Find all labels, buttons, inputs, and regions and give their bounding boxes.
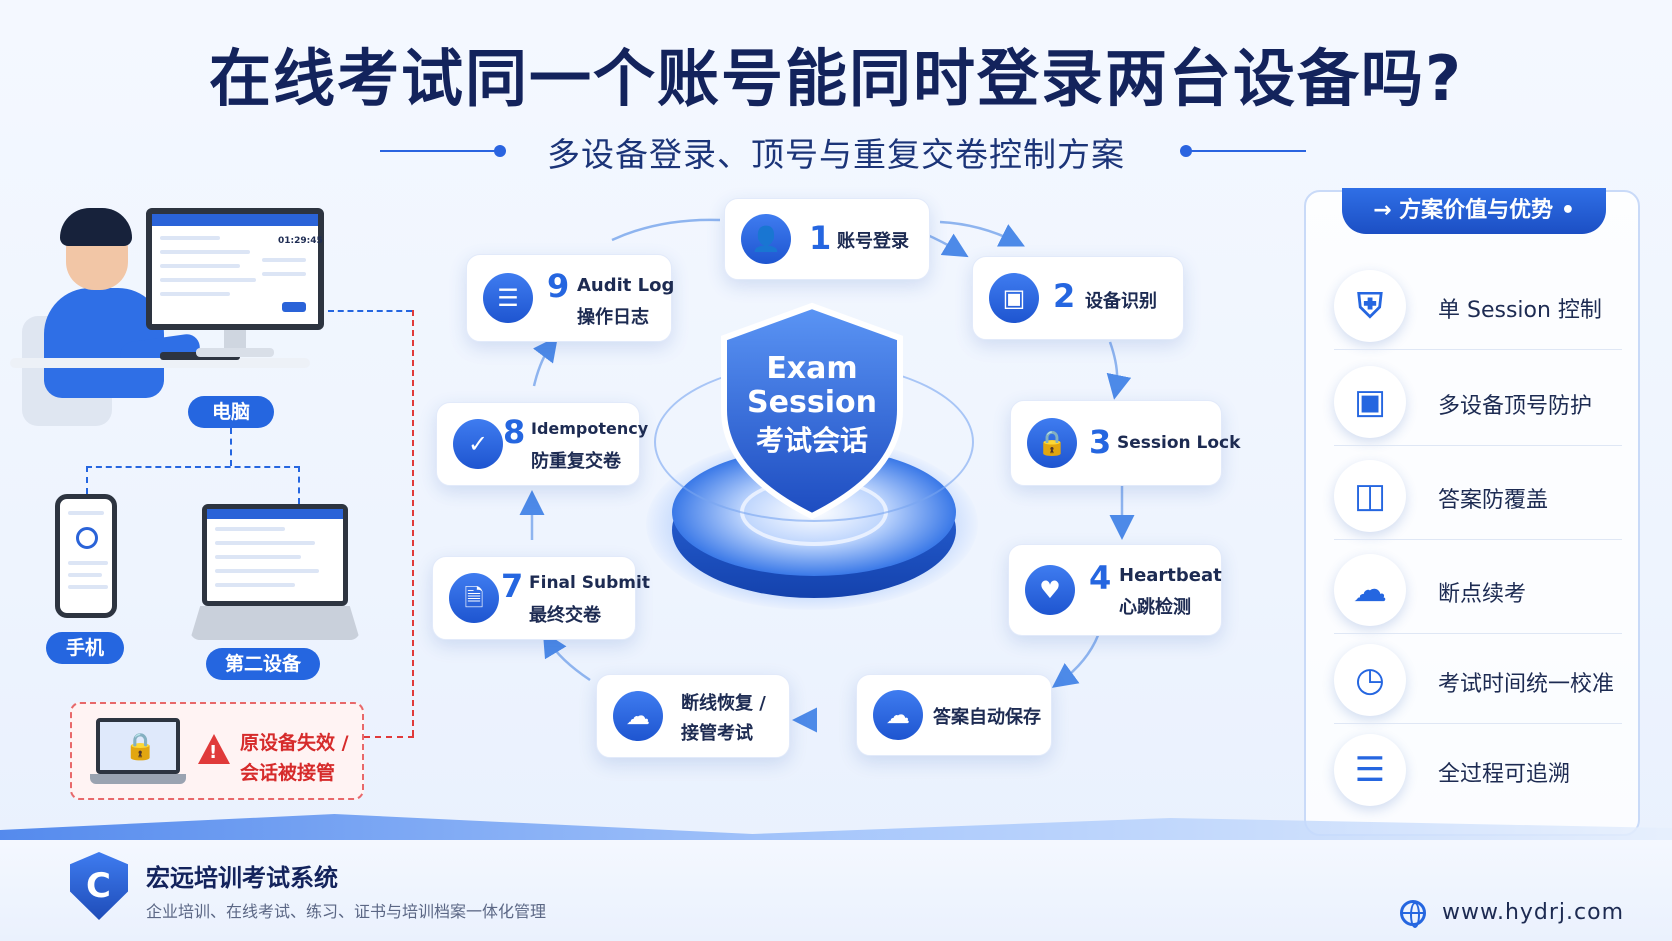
laptop-icon — [190, 504, 360, 640]
step-4-label-en: Heartbeat — [1119, 565, 1222, 586]
footer — [0, 840, 1672, 941]
step-2-number: 2 — [1053, 277, 1076, 315]
phone-label: 手机 — [46, 632, 124, 664]
brand-name: 宏远培训考试系统 — [146, 864, 338, 892]
shield-icon — [721, 302, 903, 520]
step-4-card: ♥ 4 Heartbeat 心跳检测 — [1008, 544, 1222, 636]
connector-pc-down — [230, 428, 232, 466]
shield-check-icon: ✓ — [453, 419, 503, 469]
desk-illustration — [10, 358, 310, 368]
advantages-panel: → 方案价值与优势 • ⛨ 单 Session 控制 ▣ 多设备顶号防护 ◫ 答… — [1304, 188, 1640, 836]
step-1-number: 1 — [809, 219, 832, 257]
lock-icon: 🔒 — [124, 732, 157, 762]
brand-tagline: 企业培训、在线考试、练习、证书与培训档案一体化管理 — [146, 902, 547, 921]
subtitle-bar: 多设备登录、顶号与重复交卷控制方案 — [0, 124, 1672, 178]
device-scan-icon: ▣ — [989, 273, 1039, 323]
clock-icon: ◷ — [1334, 644, 1406, 716]
pc-label: 电脑 — [188, 396, 274, 428]
warning-icon — [198, 734, 230, 764]
subtitle-line-right — [1190, 150, 1306, 152]
connector-invalid-end — [364, 736, 414, 738]
website-link[interactable]: www.hydrj.com — [1442, 900, 1625, 925]
step-4-label-cn: 心跳检测 — [1119, 597, 1191, 618]
connector-pc-right — [328, 310, 412, 312]
step-9-label-en: Audit Log — [577, 275, 675, 296]
cloud-restore-icon: ☁ — [613, 691, 663, 741]
invalid-text-line2: 会话被接管 — [240, 762, 336, 784]
center-title-2: Session — [747, 385, 877, 420]
step-8-card: ✓ 8 Idempotency 防重复交卷 — [436, 402, 648, 486]
center-title-1: Exam — [766, 351, 858, 386]
step-1-card: 👤 1 账号登录 — [724, 198, 930, 280]
step-3-number: 3 — [1089, 423, 1112, 461]
step-6-label-2: 接管考试 — [681, 723, 753, 744]
audit-log-icon: ☰ — [483, 273, 533, 323]
step-8-label-cn: 防重复交卷 — [531, 451, 621, 472]
subtitle-line-left — [380, 150, 496, 152]
step-3-label: Session Lock — [1117, 433, 1241, 453]
step-7-label-en: Final Submit — [529, 573, 650, 593]
document-check-icon: 🗎 — [449, 573, 499, 623]
multi-device-icon: ▣ — [1334, 366, 1406, 438]
page-subtitle: 多设备登录、顶号与重复交卷控制方案 — [547, 135, 1125, 174]
invalid-session-box: 🔒 ! 原设备失效 / 会话被接管 — [70, 702, 364, 800]
step-2-label: 设备识别 — [1085, 291, 1157, 312]
step-9-label-cn: 操作日志 — [577, 307, 649, 328]
step-2-card: ▣ 2 设备识别 — [972, 256, 1184, 340]
feature-answer-protect: ◫ 答案防覆盖 — [1326, 448, 1622, 540]
person-hair — [60, 208, 132, 246]
feature-single-session: ⛨ 单 Session 控制 — [1326, 258, 1622, 350]
step-9-number: 9 — [547, 267, 570, 305]
clipboard-icon: ☰ — [1334, 734, 1406, 806]
connector-laptop — [298, 466, 300, 504]
shield-user-icon: ⛨ — [1334, 270, 1406, 342]
step-7-card: 🗎 7 Final Submit 最终交卷 — [432, 556, 650, 640]
globe-icon — [1400, 900, 1426, 928]
heartbeat-icon: ♥ — [1025, 565, 1075, 615]
feature-time-sync: ◷ 考试时间统一校准 — [1326, 632, 1622, 724]
page-title: 在线考试同一个账号能同时登录两台设备吗? — [209, 42, 1463, 115]
feature-resume-exam: ☁ 断点续考 — [1326, 542, 1622, 634]
invalid-text-line1: 原设备失效 / — [240, 732, 349, 754]
desktop-monitor-icon: 01:29:45 — [146, 208, 324, 360]
step-1-label: 账号登录 — [837, 231, 909, 252]
step-8-label-en: Idempotency — [531, 419, 649, 438]
user-icon: 👤 — [741, 214, 791, 264]
second-device-label: 第二设备 — [206, 648, 320, 680]
step-6-label-1: 断线恢复 / — [681, 693, 766, 714]
connector-branch — [86, 466, 300, 468]
step-5-label: 答案自动保存 — [933, 707, 1041, 728]
step-9-card: ☰ 9 Audit Log 操作日志 — [466, 254, 675, 342]
connector-phone — [86, 466, 88, 494]
database-check-icon: ◫ — [1334, 460, 1406, 532]
cloud-upload-icon: ☁ — [873, 690, 923, 740]
feature-multi-device: ▣ 多设备顶号防护 — [1326, 354, 1622, 446]
monitor-timer: 01:29:45 — [278, 236, 323, 246]
subtitle-dot-left — [494, 145, 506, 157]
lock-icon: 🔒 — [1027, 418, 1077, 468]
cloud-resume-icon: ☁ — [1334, 554, 1406, 626]
step-7-number: 7 — [501, 567, 524, 605]
feature-traceable: ☰ 全过程可追溯 — [1326, 722, 1622, 814]
locked-laptop-icon: 🔒 — [90, 718, 186, 786]
connector-to-invalid — [412, 310, 414, 736]
panel-title: → 方案价值与优势 • — [1342, 188, 1606, 234]
step-8-number: 8 — [503, 413, 526, 451]
step-7-label-cn: 最终交卷 — [529, 605, 601, 626]
step-6-card: ☁ 断线恢复 / 接管考试 — [596, 674, 790, 758]
center-title-3: 考试会话 — [755, 424, 868, 457]
subtitle-dot-right — [1180, 145, 1192, 157]
step-5-card: ☁ 答案自动保存 — [856, 674, 1052, 756]
phone-icon — [55, 494, 117, 618]
step-3-card: 🔒 3 Session Lock — [1010, 400, 1240, 486]
step-4-number: 4 — [1089, 559, 1112, 597]
